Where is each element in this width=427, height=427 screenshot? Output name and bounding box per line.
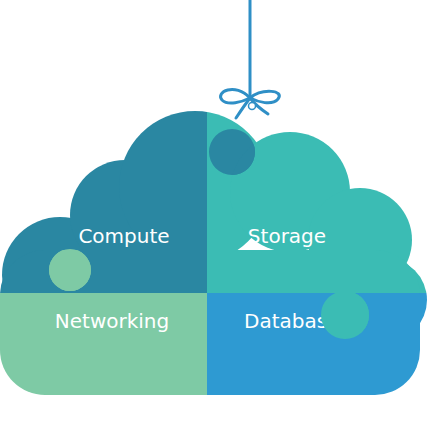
string-bow (221, 89, 280, 103)
puzzle-piece: Databases (207, 293, 427, 403)
piece-label: Compute (78, 226, 169, 246)
puzzle-piece: Compute (0, 100, 207, 293)
puzzle-piece: Networking (0, 293, 207, 403)
string-ends (236, 98, 268, 118)
string-line (249, 0, 252, 100)
piece-label: Networking (55, 311, 169, 331)
puzzle-piece: Storage (207, 100, 427, 293)
cloud-fill (0, 111, 427, 395)
cloud-fill (0, 111, 427, 395)
cloud-fill (207, 293, 427, 395)
cloud-fill (0, 111, 427, 395)
piece-label: Storage (248, 226, 326, 246)
string-hole (249, 103, 256, 110)
